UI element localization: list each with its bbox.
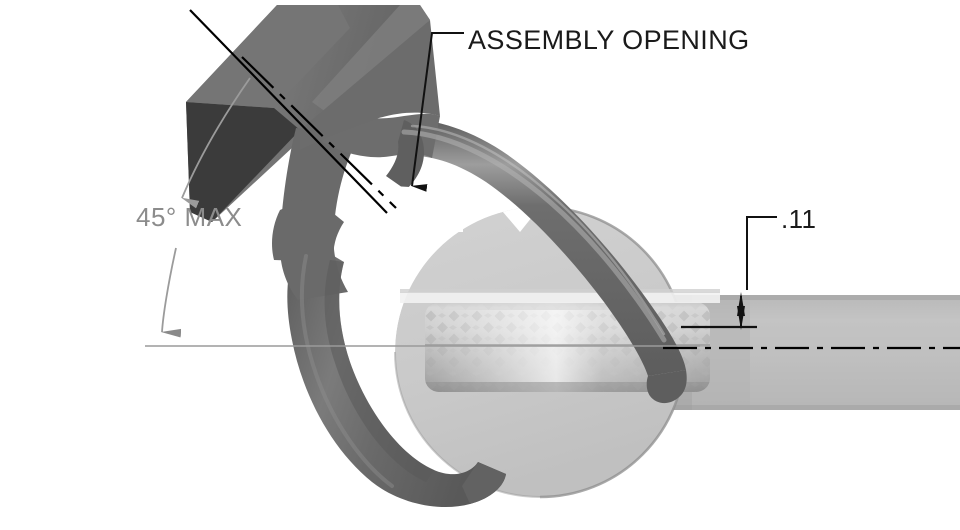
assembly-opening-leader (411, 32, 464, 192)
knurled-cylinder (400, 289, 720, 392)
thickness-label: .11 (781, 204, 816, 234)
hook-body (186, 5, 687, 508)
angle-max-label: 45° MAX (136, 202, 242, 232)
thickness-arrow-up (737, 292, 745, 316)
assembly-opening-label: ASSEMBLY OPENING (468, 25, 750, 55)
shank-centerline (241, 56, 397, 209)
angle-max-annotation (161, 77, 251, 338)
shank-leader-line (189, 9, 388, 214)
thickness-dimension (681, 216, 777, 330)
assembly-opening-annotation (411, 32, 464, 192)
angle-arc-upper (181, 77, 251, 209)
assembly-opening-gap (360, 186, 463, 292)
angle-arc-lower (161, 247, 182, 338)
thickness-leader (746, 216, 777, 290)
